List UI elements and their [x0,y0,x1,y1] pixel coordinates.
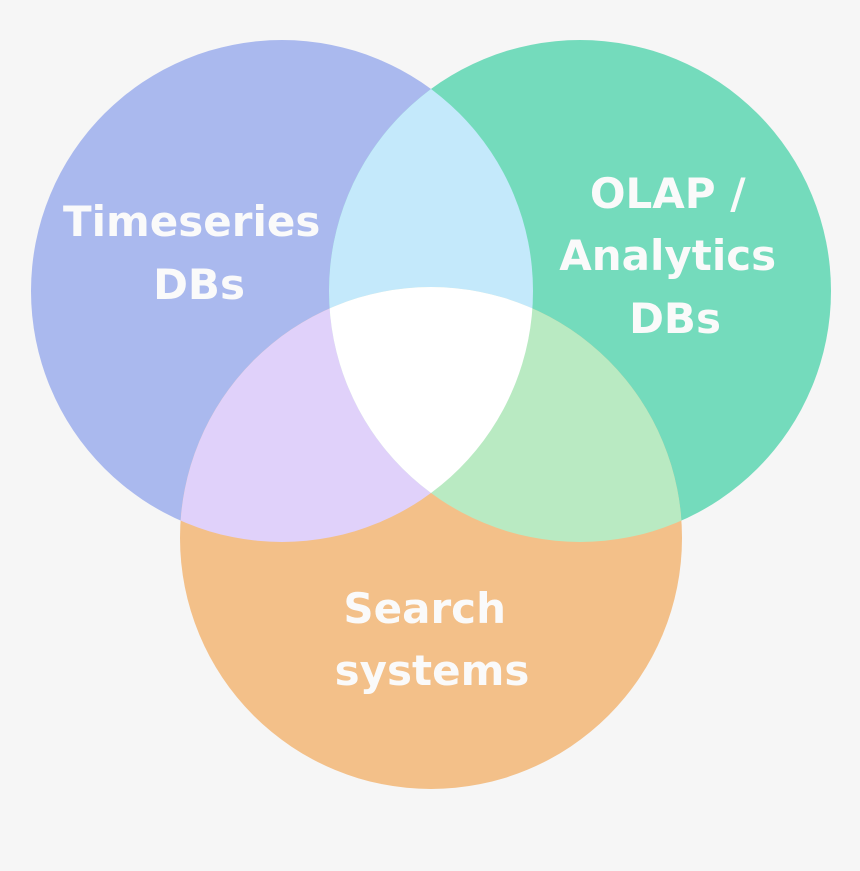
timeseries-label: Timeseries DBs [63,197,335,309]
search-label: Search systems [335,584,530,695]
olap-label: OLAP / Analytics DBs [559,169,791,343]
